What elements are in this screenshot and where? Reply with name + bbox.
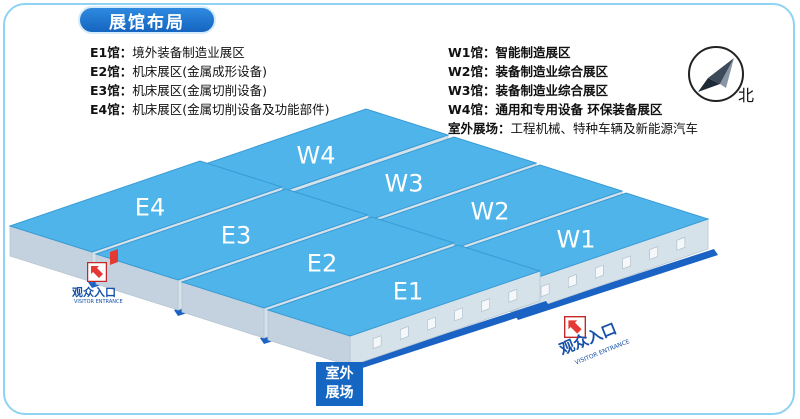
hall-roof [180,216,456,309]
entrance-door [110,249,118,265]
hall-label: E1 [393,278,423,306]
compass-icon [688,46,744,102]
legend-row-e1: E1馆：境外装备制造业展区 [90,45,245,60]
entrance-left[interactable]: 观众入口 VISITOR ENTRANCE [62,262,132,310]
legend-row-w2: W2馆：装备制造业综合展区 [448,64,609,79]
hall-label: E3 [221,222,251,250]
title-badge: 展馆布局 [78,6,216,34]
legend-row-e2: E2馆：机床展区(金属成形设备) [90,64,268,79]
hall-label: E2 [307,250,337,278]
hall-window [567,273,577,288]
legend-east-halls: E1馆：境外装备制造业展区 E2馆：机床展区(金属成形设备) E3馆：机床展区(… [90,43,330,119]
legend-west-halls: W1馆：智能制造展区 W2馆：装备制造业综合展区 W3馆：装备制造业综合展区 W… [448,43,698,138]
entrance-left-label: 观众入口 [72,286,116,299]
hall-window [454,307,463,322]
hall-e1[interactable]: E1 [266,244,550,372]
hall-label: W2 [471,198,510,226]
legend-row-e4: E4馆：机床展区(金属切削设备及功能部件) [90,102,330,117]
legend-row-e3: E3馆：机床展区(金属切削设备) [90,83,268,98]
hall-window [595,264,604,279]
north-label: 北 [738,86,755,105]
legend-row-w3: W3馆：装备制造业综合展区 [448,83,609,98]
legend-row-outdoor: 室外展场：工程机械、特种车辆及新能源汽车 [448,121,699,136]
page-title: 展馆布局 [109,12,185,33]
hall-label: W1 [557,226,596,254]
hall-base [514,249,718,320]
hall-window [481,298,491,313]
outdoor-exhibition-area[interactable]: 室外 展场 [316,362,363,406]
hall-window [508,288,518,303]
hall-window [399,325,409,340]
entrance-left-sub: VISITOR ENTRANCE [74,299,123,305]
entrance-right[interactable]: 观众入口 VISITOR ENTRANCE [548,316,648,368]
outdoor-label-line2: 展场 [325,385,354,401]
hall-label: W4 [297,142,336,170]
entrance-arrow-icon [564,316,586,338]
hall-base [346,301,550,372]
hall-window [427,316,436,331]
entrance-arrow-icon [87,262,107,282]
hall-window [622,255,631,270]
hall-window [676,236,686,251]
hall-window [540,283,550,298]
hall-label: W3 [385,170,424,198]
hall-window [649,246,659,261]
hall-roof [94,188,370,281]
outdoor-label-line1: 室外 [325,366,354,382]
hall-label: E4 [135,194,165,222]
legend-row-w1: W1馆：智能制造展区 [448,45,571,60]
legend-row-w4: W4馆：通用和专用设备 环保装备展区 [448,102,663,117]
hall-roof [266,244,542,337]
hall-roof [8,160,284,253]
hall-window [372,335,382,350]
